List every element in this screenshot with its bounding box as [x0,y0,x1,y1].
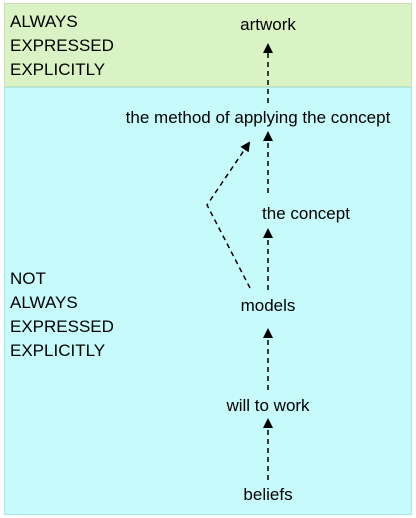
always-expressed-zone [4,3,412,87]
node-concept: the concept [262,204,350,223]
node-models: models [240,296,296,315]
always-expressed-label: ALWAYS EXPRESSED EXPLICITLY [10,12,114,79]
node-method: the method of applying the concept [125,108,391,127]
not-always-expressed-label: NOT ALWAYS EXPRESSED EXPLICITLY [10,269,114,360]
node-artwork: artwork [240,15,296,34]
node-will-to-work: will to work [226,396,310,415]
node-beliefs: beliefs [243,485,293,504]
